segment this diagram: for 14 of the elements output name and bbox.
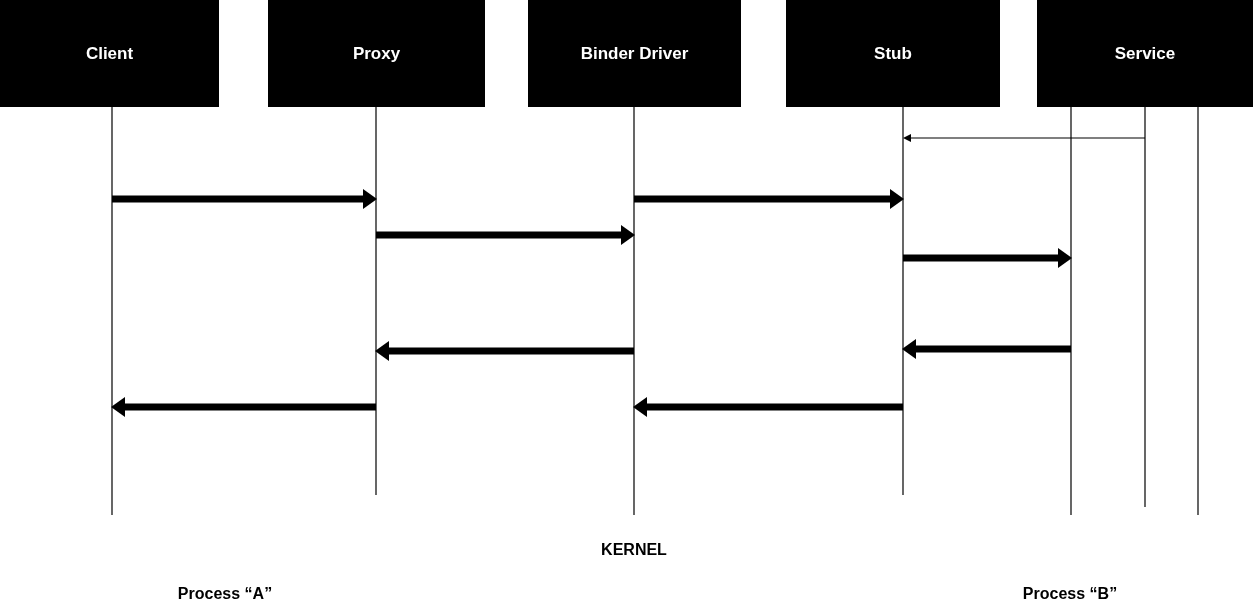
- participant-name: Stub: [874, 42, 912, 65]
- sequence-participant: [786, 0, 1000, 495]
- participant-name: Service: [1114, 42, 1176, 65]
- section-label: KERNEL: [601, 540, 667, 560]
- participant-name: Proxy: [352, 42, 401, 65]
- section-label: Process “B”: [1022, 584, 1118, 604]
- participant-name: Client: [85, 42, 134, 65]
- sequence-participant: [268, 0, 485, 495]
- arrow: [903, 134, 1146, 142]
- sequence-participant: [0, 0, 219, 515]
- participant-name: Binder Driver: [580, 42, 689, 65]
- sequence-participant: [528, 0, 741, 515]
- section-label: Process “A”: [177, 584, 273, 604]
- sequence-participant: [1037, 0, 1253, 515]
